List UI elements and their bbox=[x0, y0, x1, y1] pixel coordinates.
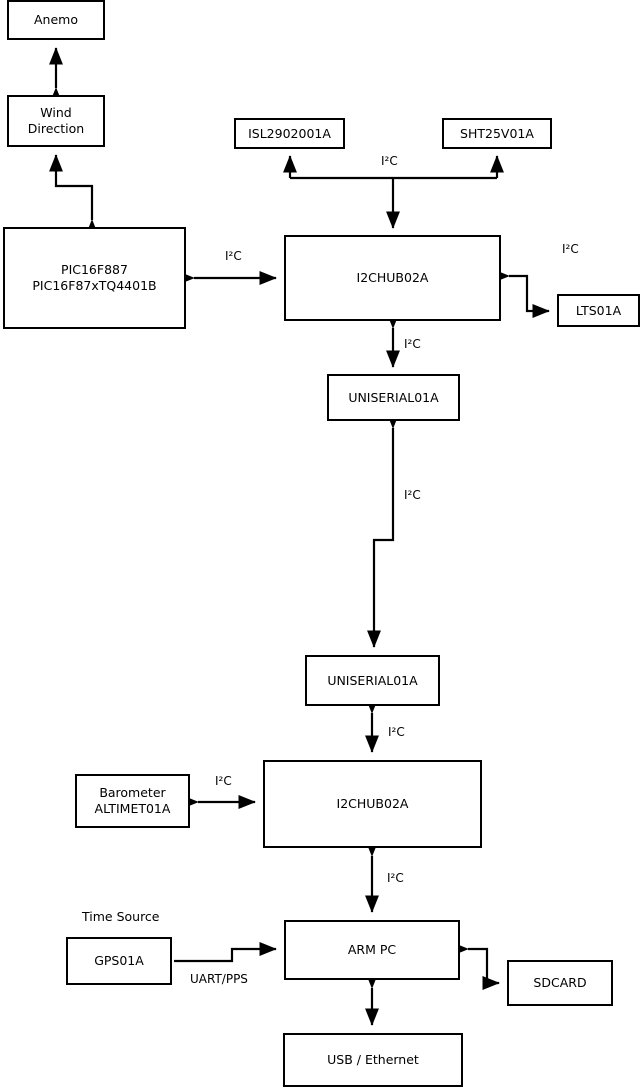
node-i2chub02a-bottom-label: I2CHUB02A bbox=[336, 796, 409, 812]
edge-label-barometer-to-hub: I²C bbox=[215, 774, 232, 788]
node-barometer-altimet01a[interactable]: Barometer ALTIMET01A bbox=[75, 774, 190, 828]
edge-label-hub-to-armpc: I²C bbox=[387, 871, 404, 885]
node-sdcard[interactable]: SDCARD bbox=[507, 960, 613, 1006]
node-usb-ethernet-label: USB / Ethernet bbox=[327, 1052, 419, 1068]
node-i2chub02a-bottom[interactable]: I2CHUB02A bbox=[263, 760, 482, 848]
node-pic-mcu[interactable]: PIC16F887 PIC16F87xTQ4401B bbox=[3, 227, 186, 329]
node-lts01a-label: LTS01A bbox=[575, 302, 622, 318]
node-uniserial01a-top[interactable]: UNISERIAL01A bbox=[327, 374, 460, 421]
edge-label-uniserial-link: I²C bbox=[404, 488, 421, 502]
node-sht25v01a-label: SHT25V01A bbox=[460, 125, 534, 141]
edge-label-hub-to-uniserial-top: I²C bbox=[404, 337, 421, 351]
node-sdcard-label: SDCARD bbox=[533, 975, 587, 991]
node-arm-pc[interactable]: ARM PC bbox=[284, 920, 460, 980]
edge-uniserial-link bbox=[366, 411, 401, 648]
node-isl2902001a[interactable]: ISL2902001A bbox=[234, 118, 345, 149]
node-uniserial01a-top-label: UNISERIAL01A bbox=[348, 389, 439, 405]
edge-hubtop-lts bbox=[492, 268, 550, 319]
edge-label-gps-to-armpc: UART/PPS bbox=[190, 972, 248, 986]
node-arm-pc-label: ARM PC bbox=[347, 942, 397, 958]
node-i2chub02a-top[interactable]: I2CHUB02A bbox=[284, 235, 501, 321]
edge-label-sensors-bus: I²C bbox=[381, 154, 398, 168]
edge-label-uniserial-bottom-to-hub: I²C bbox=[388, 725, 405, 739]
node-isl2902001a-label: ISL2902001A bbox=[248, 125, 331, 141]
node-i2chub02a-top-label: I2CHUB02A bbox=[356, 270, 429, 286]
node-gps01a[interactable]: GPS01A bbox=[66, 937, 172, 985]
node-wind-direction[interactable]: Wind Direction bbox=[7, 95, 105, 147]
node-uniserial01a-bottom-label: UNISERIAL01A bbox=[327, 672, 418, 688]
node-sht25v01a[interactable]: SHT25V01A bbox=[442, 118, 552, 149]
node-anemo[interactable]: Anemo bbox=[7, 0, 105, 40]
node-gps01a-label: GPS01A bbox=[94, 953, 144, 969]
node-usb-ethernet[interactable]: USB / Ethernet bbox=[283, 1033, 463, 1087]
node-uniserial01a-bottom[interactable]: UNISERIAL01A bbox=[305, 655, 440, 706]
edge-gps-armpc bbox=[174, 941, 277, 963]
edge-label-pic-to-hub: I²C bbox=[225, 249, 242, 263]
node-anemo-label: Anemo bbox=[34, 12, 78, 28]
node-lts01a[interactable]: LTS01A bbox=[557, 294, 640, 327]
edge-armpc-sdcard bbox=[451, 941, 500, 991]
node-pic-mcu-label: PIC16F887 PIC16F87xTQ4401B bbox=[32, 262, 157, 293]
node-wind-direction-label: Wind Direction bbox=[27, 105, 85, 136]
edge-wind-pic bbox=[48, 154, 100, 237]
node-barometer-altimet01a-label: Barometer ALTIMET01A bbox=[94, 785, 171, 816]
label-time-source: Time Source bbox=[82, 909, 160, 924]
edge-label-hub-to-lts: I²C bbox=[562, 242, 579, 256]
